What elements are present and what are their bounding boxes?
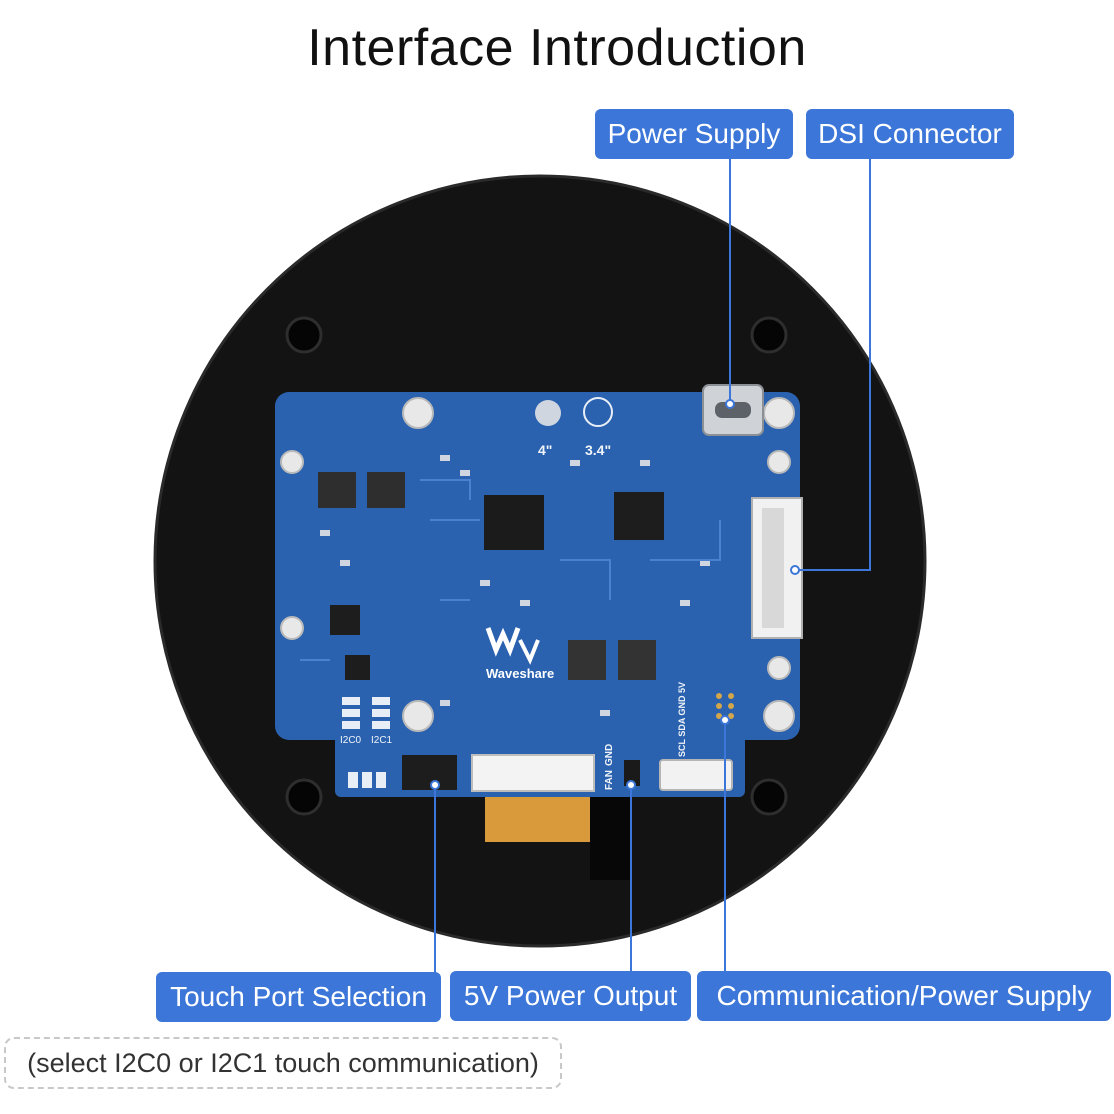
fan-label: FAN — [604, 770, 615, 790]
leader-endpoints — [430, 399, 800, 790]
pins-label: SCL SDA GND 5V — [677, 682, 687, 757]
i2c1-label: I2C1 — [371, 735, 393, 746]
waveshare-logo-icon — [485, 627, 540, 665]
i2c0-label: I2C0 — [340, 735, 362, 746]
gnd-label: GND — [604, 744, 615, 766]
mounting-holes — [285, 316, 788, 816]
touch-port-jumpers — [342, 697, 390, 729]
comm-power-header — [659, 759, 733, 791]
fan-header — [624, 760, 640, 786]
communication-power-supply-label: Communication/Power Supply — [697, 971, 1111, 1021]
power-supply-label: Power Supply — [595, 109, 793, 159]
size-4-label: 4" — [538, 442, 552, 458]
touch-port-note: (select I2C0 or I2C1 touch communication… — [4, 1037, 562, 1089]
pcb: 4" 3.4" Waveshare I2C0 I2C1 FAN GND — [275, 384, 803, 797]
size-34-label: 3.4" — [585, 442, 611, 458]
brand-label: Waveshare — [486, 666, 554, 681]
touch-port-selection-label: Touch Port Selection — [156, 972, 441, 1022]
page-title: Interface Introduction — [307, 19, 807, 77]
leader-lines — [434, 155, 871, 975]
dsi-connector-label: DSI Connector — [806, 109, 1014, 159]
dsi-flex-cable — [485, 790, 595, 842]
five-v-power-output-label: 5V Power Output — [450, 971, 691, 1021]
